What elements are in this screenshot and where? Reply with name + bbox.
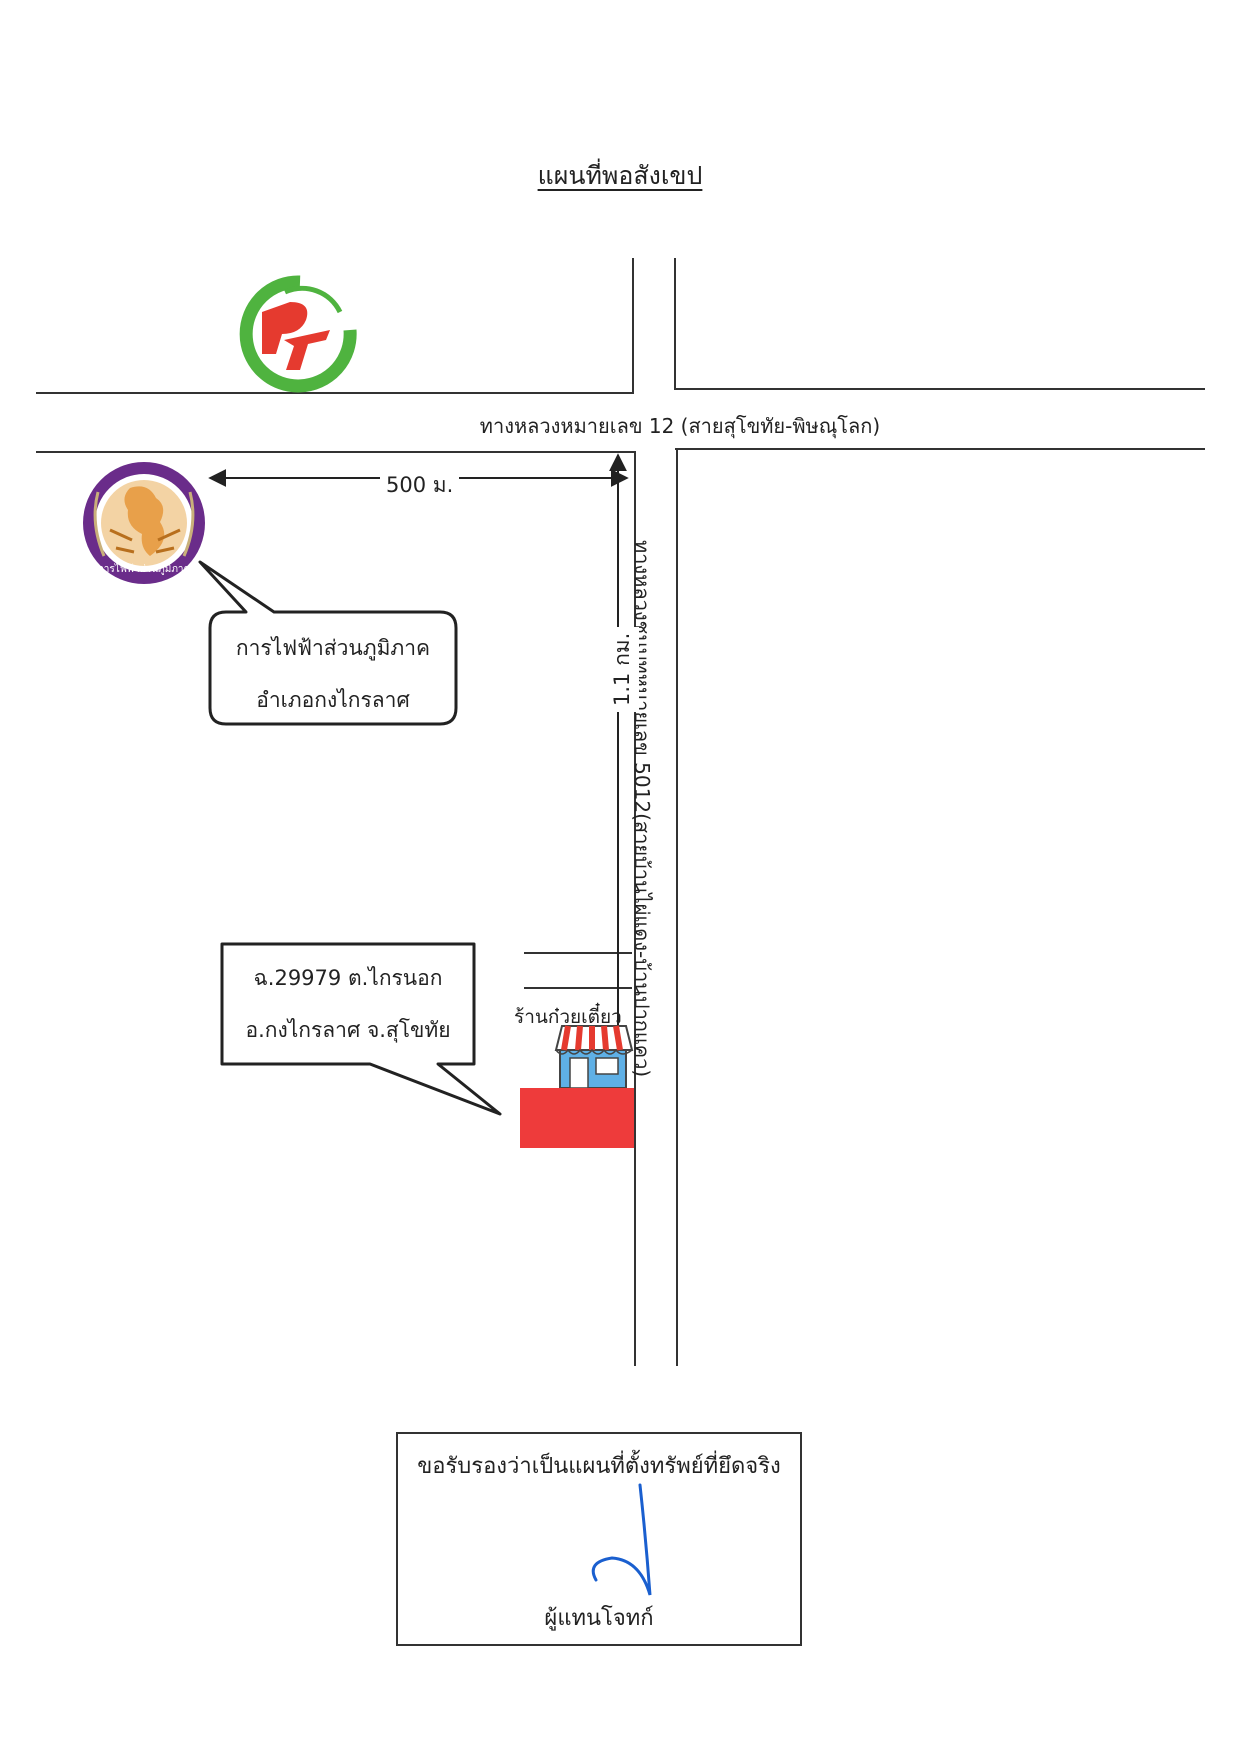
property-callout-line2: อ.กงไกรลาศ จ.สุโขทัย <box>245 1018 451 1042</box>
lane-top <box>524 952 632 954</box>
pea-callout-bubble <box>198 560 458 726</box>
distance-500-label: 500 ม. <box>380 469 460 502</box>
pea-callout-line2: อำเภอกงไกรลาศ <box>256 688 410 712</box>
certification-box: ขอรับรองว่าเป็นแผนที่ตั้งทรัพย์ที่ยึดจริ… <box>396 1432 802 1646</box>
main-road-label: ทางหลวงหมายเลข 12 (สายสุโขทัย-พิษณุโลก) <box>479 414 881 438</box>
property-marker <box>520 1088 634 1148</box>
side-road-south-left <box>634 451 636 1366</box>
pt-logo-icon <box>239 275 357 393</box>
pea-logo-text: การไฟฟ้าส่วนภูมิภาค <box>98 563 190 575</box>
property-callout-bubble <box>220 942 502 1116</box>
distance-11-label: 1.1 กม. <box>606 626 639 712</box>
side-road-north-right <box>674 258 676 390</box>
shop-label: ร้านก๋วยเตี๋ยว <box>514 1006 622 1028</box>
side-road-north-left <box>632 258 634 392</box>
main-road-top-edge-right <box>675 388 1205 390</box>
pea-logo-icon <box>83 462 205 584</box>
side-road-south-right <box>676 448 678 1366</box>
lane-bottom <box>524 987 632 989</box>
certification-signer: ผู้แทนโจทก์ <box>544 1606 654 1631</box>
main-road-bottom-edge-left <box>36 451 634 453</box>
certification-text: ขอรับรองว่าเป็นแผนที่ตั้งทรัพย์ที่ยึดจริ… <box>417 1454 781 1479</box>
signature <box>591 1483 652 1596</box>
pea-callout-line1: การไฟฟ้าส่วนภูมิภาค <box>235 636 431 660</box>
property-callout-line1: ฉ.29979 ต.ไกรนอก <box>253 966 443 990</box>
page-title: แผนที่พอสังเขป <box>537 161 703 190</box>
main-road-bottom-edge-right <box>675 448 1205 450</box>
shop-icon <box>554 1025 634 1089</box>
main-road-top-edge-left <box>36 392 634 394</box>
